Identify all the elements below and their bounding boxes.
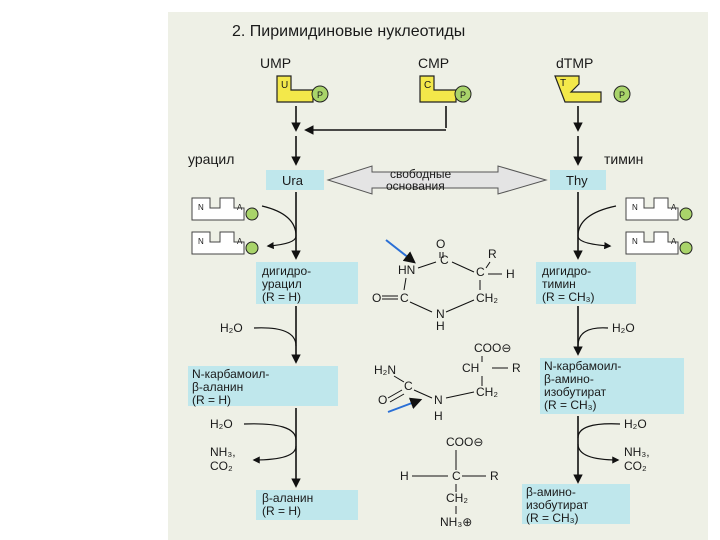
co2-left: CO₂ <box>210 459 233 473</box>
nh3-left: NH₃, <box>210 445 236 459</box>
beta-aib-line2: изобутират <box>526 498 589 512</box>
water-left-2: H₂O <box>210 417 233 431</box>
n-carbamoyl-aminoisobutyrate-box <box>540 358 684 414</box>
dihydrouracil-line2: урацил <box>262 277 302 291</box>
cofactor-right-2-icon: N A <box>625 231 693 255</box>
thy-label: Thy <box>566 173 588 188</box>
svg-text:U: U <box>281 80 288 91</box>
diagram-title: 2. Пиримидиновые нуклеотиды <box>232 23 465 40</box>
svg-text:A: A <box>671 237 677 246</box>
svg-text:O: O <box>436 237 445 251</box>
svg-text:H: H <box>436 319 445 333</box>
beta-amino-acid-structure: COO⊖ H C R CH₂ NH₃⊕ <box>400 435 499 529</box>
n-carbamoyl-alanine-line1: N-карбамоил- <box>192 367 269 381</box>
svg-text:CH₂: CH₂ <box>446 491 468 505</box>
beta-alanine-box <box>256 490 358 520</box>
svg-text:T: T <box>560 78 566 89</box>
ump-icon: U P <box>276 75 329 103</box>
free-bases-line2: основания <box>386 179 445 193</box>
svg-text:R: R <box>488 247 497 261</box>
svg-text:O: O <box>372 291 381 305</box>
dtmp-label: dTMP <box>556 55 593 71</box>
water-left-1: H₂O <box>220 321 243 335</box>
svg-text:NH₃⊕: NH₃⊕ <box>440 515 472 529</box>
svg-text:A: A <box>237 203 243 212</box>
svg-text:CH₂: CH₂ <box>476 385 498 399</box>
svg-text:A: A <box>237 237 243 246</box>
n-carbamoyl-alanine-line2: β-аланин <box>192 380 243 394</box>
svg-text:CH: CH <box>462 361 479 375</box>
svg-text:N: N <box>434 393 443 407</box>
beta-aib-line3: (R = CH₃) <box>526 511 579 525</box>
nh3-right: NH₃, <box>624 445 650 459</box>
cmp-icon: C P <box>419 75 472 103</box>
svg-text:C: C <box>476 265 485 279</box>
svg-text:C: C <box>400 291 409 305</box>
svg-text:R: R <box>490 469 499 483</box>
dihydropyrimidine-structure: HN O C N H CH₂ O C C R H <box>372 237 515 333</box>
svg-text:CH₂: CH₂ <box>476 291 498 305</box>
cofactor-right-1-icon: N A <box>625 197 693 221</box>
n-carbamoyl-aib-line1: N-карбамоил- <box>544 359 621 373</box>
svg-text:C: C <box>424 80 431 91</box>
svg-text:COO⊖: COO⊖ <box>446 435 483 449</box>
dihydrothymine-line1: дигидро- <box>542 264 591 278</box>
svg-text:N: N <box>632 237 638 246</box>
svg-text:P: P <box>460 90 466 100</box>
bond-highlight-arrow-1 <box>385 239 416 264</box>
svg-text:A: A <box>671 203 677 212</box>
ura-label: Ura <box>282 173 304 188</box>
svg-text:P: P <box>619 90 625 100</box>
cofactor-left-2-icon: N A <box>191 231 259 255</box>
svg-text:N: N <box>198 237 204 246</box>
svg-text:H: H <box>506 267 515 281</box>
svg-text:H: H <box>400 469 409 483</box>
svg-text:P: P <box>317 90 323 100</box>
svg-text:N: N <box>436 307 445 321</box>
water-right-2: H₂O <box>624 417 647 431</box>
svg-text:C: C <box>440 253 449 267</box>
cmp-label: CMP <box>418 55 449 71</box>
ura-box <box>266 170 324 190</box>
cofactor-left-1-icon: N A <box>191 197 259 221</box>
n-carbamoyl-aib-line2: β-амино- <box>544 372 594 386</box>
svg-text:C: C <box>404 379 413 393</box>
svg-text:COO⊖: COO⊖ <box>474 341 511 355</box>
dihydrouracil-line3: (R = H) <box>262 290 301 304</box>
n-carbamoyl-alanine-line3: (R = H) <box>192 393 231 407</box>
beta-aib-line1: β-амино- <box>526 485 576 499</box>
dihydrothymine-box <box>536 262 636 304</box>
carbamoyl-structure: H₂N C O N H CH COO⊖ R CH₂ <box>374 341 521 423</box>
svg-text:O: O <box>378 393 387 407</box>
svg-text:HN: HN <box>398 263 415 277</box>
dtmp-icon: T P <box>554 75 631 103</box>
co2-right: CO₂ <box>624 459 647 473</box>
dihydrothymine-line3: (R = CH₃) <box>542 290 595 304</box>
free-bases-arrow <box>326 165 548 195</box>
thy-box <box>550 170 606 190</box>
svg-text:H₂N: H₂N <box>374 363 396 377</box>
n-carbamoyl-aib-line3: изобутират <box>544 385 607 399</box>
dihydrothymine-line2: тимин <box>542 277 576 291</box>
beta-aminoisobutyrate-box <box>522 484 630 524</box>
ump-label: UMP <box>260 55 291 71</box>
free-bases-line1: свободные <box>390 167 451 181</box>
dihydrouracil-line1: дигидро- <box>262 264 311 278</box>
beta-alanine-line2: (R = H) <box>262 504 301 518</box>
dihydrouracil-box <box>256 262 358 304</box>
bond-highlight-arrow-2 <box>387 397 423 413</box>
svg-text:C: C <box>452 469 461 483</box>
uracil-word: урацил <box>188 151 234 167</box>
svg-text:N: N <box>198 203 204 212</box>
n-carbamoyl-alanine-box <box>188 366 338 406</box>
svg-text:R: R <box>512 361 521 375</box>
svg-text:N: N <box>632 203 638 212</box>
svg-text:H: H <box>434 409 443 423</box>
thymine-word: тимин <box>604 151 643 167</box>
beta-alanine-line1: β-аланин <box>262 491 313 505</box>
water-right-1: H₂O <box>612 321 635 335</box>
n-carbamoyl-aib-line4: (R = CH₃) <box>544 398 597 412</box>
